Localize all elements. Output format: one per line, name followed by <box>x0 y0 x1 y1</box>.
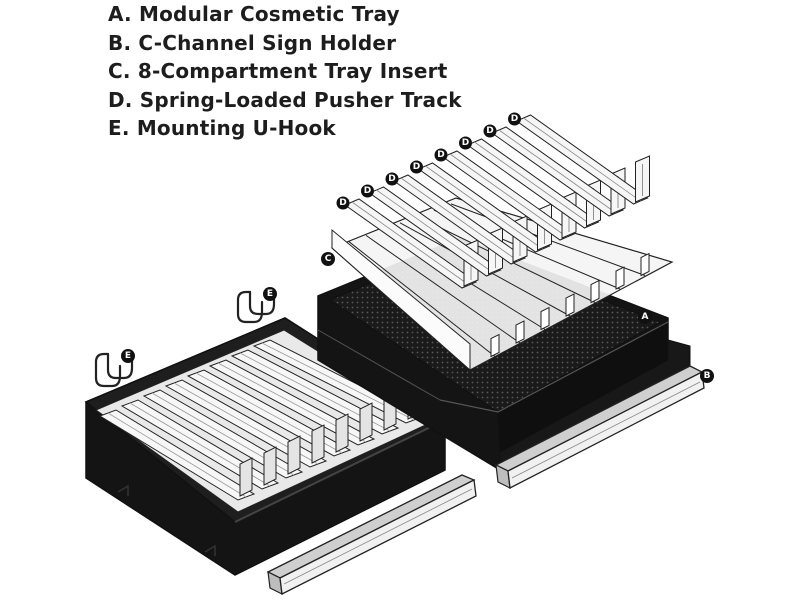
legend-item-c: C. 8-Compartment Tray Insert <box>108 59 448 83</box>
callout-e-2: E <box>121 349 135 363</box>
legend-item-e: E. Mounting U-Hook <box>108 116 336 140</box>
svg-text:E: E <box>267 289 273 299</box>
callout-d: D <box>361 184 374 198</box>
left-pusher-paddle <box>287 435 301 475</box>
callout-d-label: D <box>339 198 346 208</box>
svg-text:A: A <box>642 312 649 322</box>
pusher-track-groove <box>474 141 592 226</box>
left-pusher-paddle <box>335 413 349 453</box>
pusher-track-groove <box>425 165 543 250</box>
legend-item-b: B. C-Channel Sign Holder <box>108 30 397 55</box>
callout-d: D <box>459 136 472 150</box>
svg-text:E: E <box>125 351 131 361</box>
callout-d-disc <box>459 136 472 150</box>
pusher-tracks <box>343 114 650 289</box>
callout-d-label: D <box>388 174 395 184</box>
callout-d-disc <box>483 124 497 138</box>
callout-d-disc <box>508 112 521 126</box>
pusher-track-groove <box>523 117 641 202</box>
left-pusher-paddle <box>263 446 277 486</box>
pusher-track-groove <box>498 129 617 214</box>
legend-item-a: A. Modular Cosmetic Tray <box>108 2 400 26</box>
callout-d-disc <box>410 160 423 174</box>
callout-d-disc <box>336 196 350 210</box>
parts-legend: A. Modular Cosmetic Tray B. C-Channel Si… <box>108 0 462 143</box>
callout-b: B <box>700 369 714 383</box>
pusher-track-groove <box>400 177 519 262</box>
svg-text:B: B <box>704 371 711 381</box>
callouts-d: D D D D D D D D <box>336 112 521 210</box>
pusher-track-groove <box>449 153 568 238</box>
insert-divider-tab <box>515 320 525 344</box>
callout-d: D <box>434 148 448 162</box>
pusher-track-groove <box>351 201 470 286</box>
callout-e-1: E <box>263 287 277 301</box>
insert-divider-tab <box>565 293 575 317</box>
left-tray-assembly <box>84 317 447 576</box>
callout-d: D <box>483 124 497 138</box>
left-pusher-paddle <box>311 424 325 464</box>
u-hook-1 <box>236 290 276 324</box>
callout-d-label: D <box>413 162 420 172</box>
pusher-track-groove <box>376 189 494 274</box>
insert-divider-tab <box>540 306 550 331</box>
callout-d-disc <box>434 148 448 162</box>
callout-d: D <box>385 172 399 186</box>
left-sign-holder <box>266 474 477 596</box>
callout-d: D <box>410 160 423 174</box>
callout-d-label: D <box>462 138 469 148</box>
left-pusher-paddle <box>239 457 253 497</box>
legend-item-d: D. Spring-Loaded Pusher Track <box>108 87 462 112</box>
insert-divider-tab <box>640 252 650 277</box>
callout-d-label: D <box>486 126 493 136</box>
left-divider-groove <box>107 412 247 498</box>
left-tray-dividers <box>98 339 424 501</box>
pusher-track <box>515 114 650 205</box>
callout-c: C <box>321 252 335 266</box>
insert-divider-wall <box>365 234 521 344</box>
callout-a: A <box>638 310 652 324</box>
left-pusher-paddle <box>359 402 373 442</box>
insert-divider-wall <box>348 241 496 357</box>
callout-d-label: D <box>511 114 518 124</box>
callout-d-label: D <box>364 186 371 196</box>
callout-d: D <box>336 196 350 210</box>
callout-d-disc <box>385 172 399 186</box>
insert-divider-tab <box>615 266 625 290</box>
insert-divider-tab <box>590 279 600 304</box>
u-hook-2 <box>94 352 134 388</box>
callout-d: D <box>508 112 521 126</box>
insert-divider-tab <box>490 333 500 358</box>
callout-d-label: D <box>437 150 444 160</box>
svg-text:C: C <box>325 254 332 264</box>
callout-d-disc <box>361 184 374 198</box>
